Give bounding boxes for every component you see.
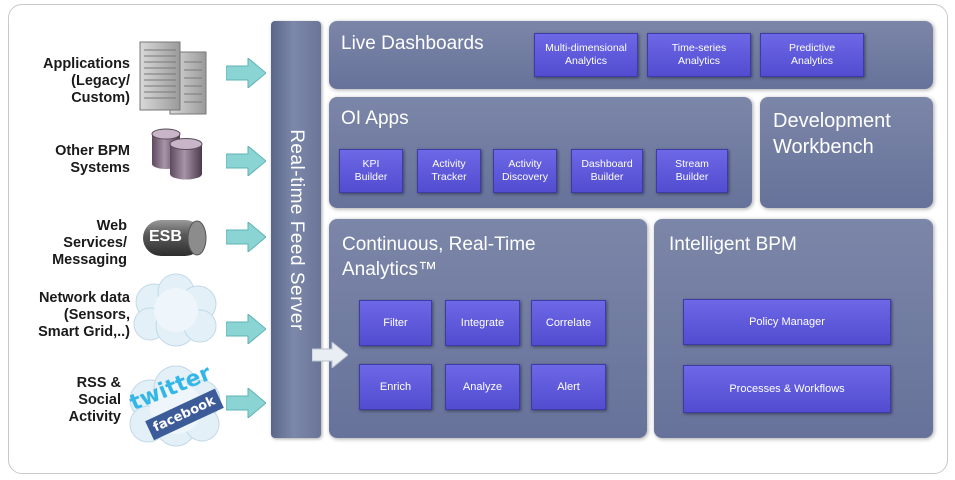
activity-tracker-box: Activity Tracker <box>417 149 481 193</box>
source-label-rss-social: RSS & Social Activity <box>68 375 121 425</box>
filter-box: Filter <box>359 300 432 346</box>
activity-discovery-box: Activity Discovery <box>493 149 557 193</box>
source-label-network-data: Network data (Sensors, Smart Grid,..) <box>38 290 130 340</box>
esb-cylinder-icon: ESB <box>137 218 209 258</box>
timeseries-analytics-box: Time-series Analytics <box>647 33 751 77</box>
source-label-web-services: Web Services/ Messaging <box>52 218 127 268</box>
policy-manager-box: Policy Manager <box>683 299 891 345</box>
arrow-icon <box>226 314 266 344</box>
realtime-feed-server: Real-time Feed Server <box>271 21 321 438</box>
intelligent-bpm-panel: Intelligent BPM Policy Manager Processes… <box>654 219 933 438</box>
live-dashboards-title: Live Dashboards <box>341 33 484 54</box>
processes-workflows-box: Processes & Workflows <box>683 365 891 413</box>
arrow-icon <box>226 146 266 176</box>
server-icon <box>139 41 207 115</box>
arrow-icon <box>226 222 266 252</box>
enrich-box: Enrich <box>359 364 432 410</box>
alert-box: Alert <box>531 364 606 410</box>
social-cloud-icon: twitter facebook <box>124 360 224 448</box>
multidimensional-analytics-box: Multi-dimensional Analytics <box>534 33 638 77</box>
feed-to-analytics-arrow-icon <box>312 342 348 368</box>
analytics-title: Continuous, Real-Time Analytics™ <box>342 234 536 280</box>
dashboard-builder-box: Dashboard Builder <box>571 149 643 193</box>
kpi-builder-box: KPI Builder <box>339 149 403 193</box>
arrow-icon <box>226 388 266 418</box>
correlate-box: Correlate <box>531 300 606 346</box>
predictive-analytics-box: Predictive Analytics <box>760 33 864 77</box>
live-dashboards-panel: Live Dashboards Multi-dimensional Analyt… <box>329 21 933 89</box>
analyze-box: Analyze <box>445 364 520 410</box>
analytics-panel: Continuous, Real-Time Analytics™ Filter … <box>329 219 647 438</box>
source-label-bpm-systems: Other BPM Systems <box>55 143 130 176</box>
oi-apps-panel: OI Apps KPI Builder Activity Tracker Act… <box>329 97 752 208</box>
stream-builder-box: Stream Builder <box>656 149 728 193</box>
development-workbench-title: Development Workbench <box>773 110 891 158</box>
feed-server-label: Real-time Feed Server <box>286 128 307 331</box>
oi-apps-title: OI Apps <box>341 108 409 129</box>
source-label-applications: Applications (Legacy/ Custom) <box>42 56 130 106</box>
intelligent-bpm-title: Intelligent BPM <box>669 234 797 255</box>
development-workbench-panel: Development Workbench <box>760 97 933 208</box>
cloud-icon <box>133 273 217 347</box>
database-icon <box>151 128 203 180</box>
integrate-box: Integrate <box>445 300 520 346</box>
arrow-icon <box>226 58 266 88</box>
esb-label: ESB <box>149 228 182 245</box>
